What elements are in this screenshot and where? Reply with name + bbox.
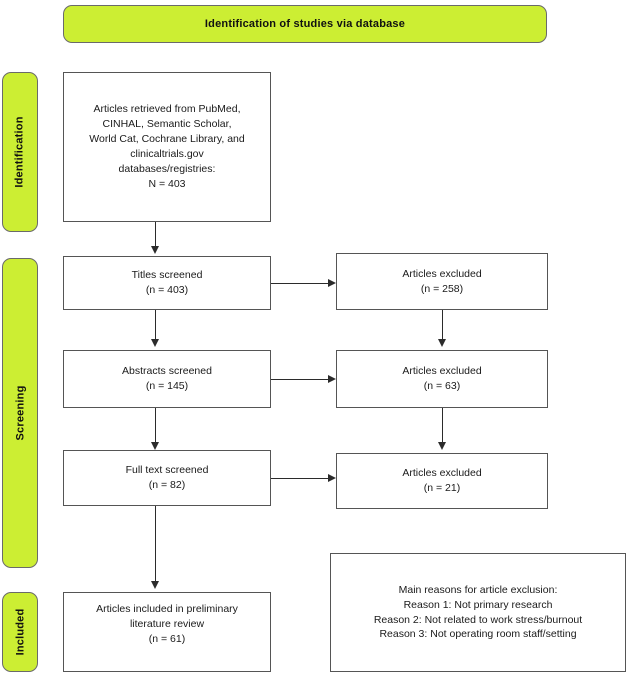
box-studies-included-text: Articles included in preliminary literat…: [96, 603, 238, 645]
box-titles-screened: Titles screened (n = 403): [63, 256, 271, 310]
box-titles-excluded-text: Articles excluded (n = 258): [402, 267, 482, 295]
box-fulltext-excluded-text: Articles excluded (n = 21): [402, 467, 482, 494]
arrowhead-excluded-63-to-21: [437, 442, 446, 450]
arrowhead-abstracts-to-excluded: [328, 374, 336, 383]
box-records-identified-text: Articles retrieved from PubMed, CINHAL, …: [89, 103, 245, 190]
connector-abstracts-to-excluded: [271, 379, 328, 380]
arrowhead-excluded-258-to-63: [437, 339, 446, 347]
connector-abstracts-to-fulltext: [155, 408, 156, 443]
box-abstracts-screened-text: Abstracts screened (n = 145): [122, 365, 212, 392]
box-records-identified: Articles retrieved from PubMed, CINHAL, …: [63, 72, 271, 222]
identification-banner: Identification of studies via database: [63, 5, 547, 43]
stage-label-identification: Identification: [14, 116, 26, 188]
box-fulltext-screened-text: Full text screened (n = 82): [125, 464, 209, 491]
box-fulltext-excluded: Articles excluded (n = 21): [336, 453, 548, 509]
box-exclusion-reasons: Main reasons for article exclusion: Reas…: [330, 553, 626, 672]
arrowhead-titles-to-excluded: [328, 278, 336, 287]
box-titles-excluded: Articles excluded (n = 258): [336, 253, 548, 310]
arrowhead-fulltext-to-excluded: [328, 473, 336, 482]
connector-excluded-258-to-63: [442, 310, 443, 340]
stage-bar-included: Included: [2, 592, 38, 672]
arrowhead-abstracts-to-fulltext: [150, 442, 159, 450]
connector-titles-to-abstracts: [155, 310, 156, 340]
box-exclusion-reasons-text: Main reasons for article exclusion: Reas…: [373, 583, 583, 641]
stage-bar-identification: Identification: [2, 72, 38, 232]
connector-fulltext-to-included: [155, 506, 156, 582]
box-studies-included: Articles included in preliminary literat…: [63, 592, 271, 672]
identification-banner-label: Identification of studies via database: [204, 18, 406, 30]
stage-label-included: Included: [14, 608, 27, 656]
arrowhead-titles-to-abstracts: [150, 339, 159, 347]
connector-titles-to-excluded: [271, 283, 328, 284]
connector-fulltext-to-excluded: [271, 478, 328, 479]
arrowhead-identified-to-titles: [150, 246, 159, 254]
stage-label-screening: Screening: [14, 385, 26, 441]
box-abstracts-excluded: Articles excluded (n = 63): [336, 350, 548, 408]
box-abstracts-screened: Abstracts screened (n = 145): [63, 350, 271, 408]
box-titles-screened-text: Titles screened (n = 403): [131, 269, 203, 296]
arrowhead-fulltext-to-included: [150, 581, 159, 589]
connector-identified-to-titles: [155, 222, 156, 247]
box-abstracts-excluded-text: Articles excluded (n = 63): [402, 365, 482, 392]
box-fulltext-screened: Full text screened (n = 82): [63, 450, 271, 506]
connector-excluded-63-to-21: [442, 408, 443, 443]
stage-bar-screening: Screening: [2, 258, 38, 568]
